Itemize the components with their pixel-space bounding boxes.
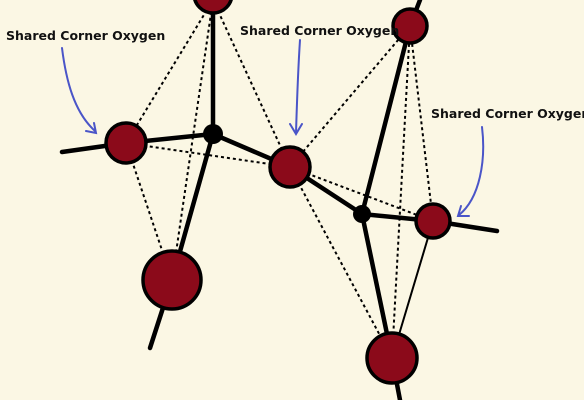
oxygen-atom-top-right (391, 7, 429, 45)
edge (289, 25, 411, 168)
oxygen-atom-bottom-right (365, 331, 419, 385)
arrow-right (458, 126, 485, 216)
arrow-middle (295, 39, 301, 134)
edge (289, 166, 434, 222)
label-middle: Shared Corner Oxygen (240, 23, 399, 38)
arrow-right-head (456, 205, 470, 217)
bond (359, 23, 413, 217)
oxygen-atom-shared-left (104, 121, 148, 165)
label-right: Shared Corner Oxygen (431, 106, 584, 121)
oxygen-atom-bottom-left (141, 249, 203, 311)
right-tetrahedron-edges (289, 25, 434, 359)
arrow-left (61, 47, 96, 132)
silicon-atom-left (203, 124, 223, 144)
edge (391, 25, 411, 359)
annotation-arrows (61, 39, 485, 217)
edge (289, 166, 393, 359)
oxygen-atom-shared-right (414, 202, 452, 240)
oxygen-atom-top-left (193, 0, 233, 15)
arrow-middle-head (289, 123, 303, 136)
edge (171, 0, 214, 281)
edge (409, 25, 434, 222)
oxygen-atom-shared-middle (268, 145, 312, 189)
edge (125, 142, 291, 168)
silicon-atom-right (353, 205, 371, 223)
arrow-left-head (85, 122, 98, 135)
label-left: Shared Corner Oxygen (6, 28, 165, 43)
edge (125, 0, 214, 144)
edge (212, 0, 291, 168)
